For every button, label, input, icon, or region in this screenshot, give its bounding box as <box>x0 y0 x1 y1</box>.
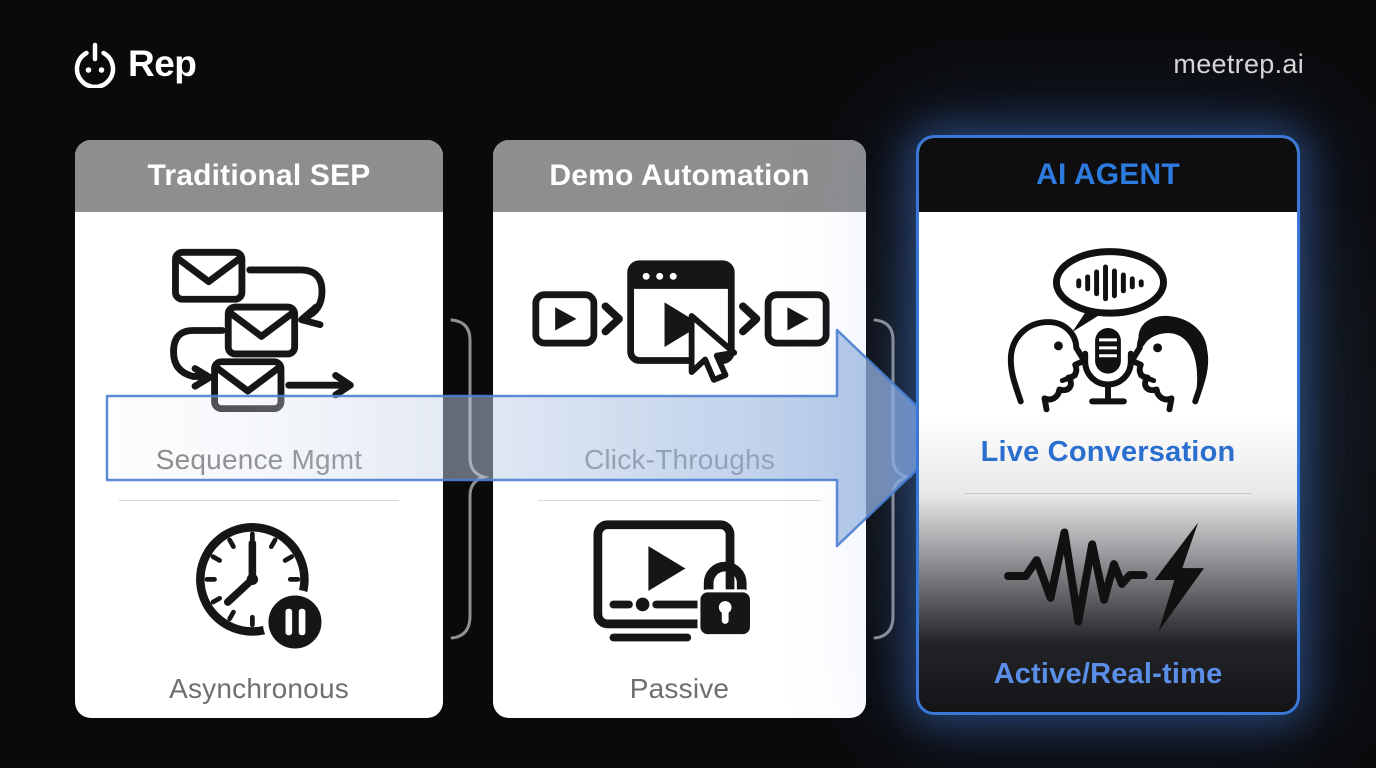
divider <box>537 500 822 501</box>
card-ai-agent-header: AI AGENT <box>919 138 1297 212</box>
card-demo-automation-body: Click-Throughs Passive <box>493 212 866 718</box>
locked-video-icon <box>590 517 770 655</box>
feature-label-top: Sequence Mgmt <box>155 444 363 475</box>
feature-label-bottom: Active/Real-time <box>993 658 1223 690</box>
card-traditional-sep-body: Sequence Mgmt <box>75 212 443 718</box>
brace-connector-left <box>450 318 490 640</box>
card-ai-agent-body: Live Conversation Active/Real-time <box>919 212 1297 712</box>
card-traditional-sep-header: Traditional SEP <box>75 140 443 212</box>
feature-label-bottom: Asynchronous <box>169 673 349 704</box>
top-bar: Rep meetrep.ai <box>72 34 1304 94</box>
feature-label-top: Live Conversation <box>980 436 1236 468</box>
divider <box>964 493 1252 494</box>
rep-logo: Rep <box>72 40 197 88</box>
logo-text: Rep <box>128 43 197 84</box>
card-traditional-sep: Traditional SEP <box>75 140 443 718</box>
card-demo-automation-header: Demo Automation <box>493 140 866 212</box>
clock-pause-icon <box>188 517 330 655</box>
card-ai-agent: AI AGENT <box>916 135 1300 715</box>
card-title: Demo Automation <box>549 159 810 192</box>
site-url: meetrep.ai <box>1173 48 1304 79</box>
feature-label-bottom: Passive <box>629 673 730 704</box>
conversation-icon <box>989 234 1227 422</box>
power-logo-icon <box>74 42 116 88</box>
card-title: Traditional SEP <box>147 159 371 192</box>
email-sequence-icon <box>154 234 364 426</box>
card-title: AI AGENT <box>1036 158 1180 191</box>
video-clickthrough-icon <box>530 234 830 426</box>
brace-connector-right <box>873 318 913 640</box>
card-demo-automation: Demo Automation <box>493 140 866 718</box>
feature-label-top: Click-Throughs <box>583 444 776 475</box>
divider <box>119 500 399 501</box>
waveform-bolt-icon <box>1004 512 1212 644</box>
